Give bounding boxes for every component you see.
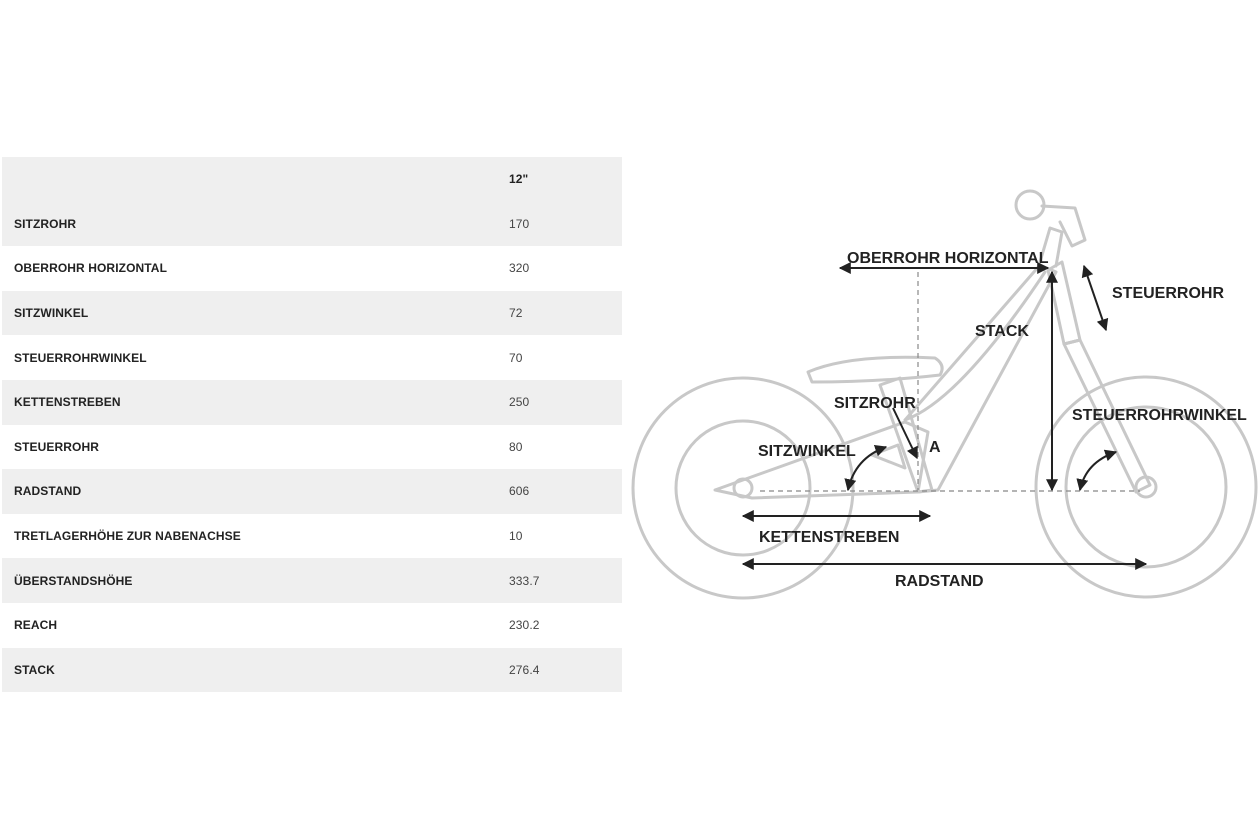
row-label: OBERROHR HORIZONTAL xyxy=(2,246,509,291)
label-kettenstreben: KETTENSTREBEN xyxy=(759,529,899,546)
row-value: 320 xyxy=(509,246,622,291)
steuerrohrwinkel-arc xyxy=(1076,449,1118,492)
row-label: SITZWINKEL xyxy=(2,290,509,336)
bike-geometry-diagram: OBERROHR HORIZONTAL STEUERROHR STACK SIT… xyxy=(631,189,1258,600)
row-value: 250 xyxy=(509,379,622,425)
sitzwinkel-arc xyxy=(844,444,888,492)
header-label xyxy=(2,157,509,202)
row-value: 606 xyxy=(509,469,622,514)
row-value: 276.4 xyxy=(509,647,622,693)
label-steuerrohr: STEUERROHR xyxy=(1112,285,1224,302)
row-value: 80 xyxy=(509,424,622,470)
header-size: 12" xyxy=(509,157,622,202)
row-label: STEUERROHR xyxy=(2,424,509,470)
steuerrohr-arrow xyxy=(1081,264,1109,332)
sitzrohr-arrow xyxy=(892,407,918,460)
table-header-row: 12" xyxy=(2,157,622,202)
label-steuerrohrwinkel: STEUERROHRWINKEL xyxy=(1072,407,1247,424)
label-sitzrohr: SITZROHR xyxy=(834,395,916,412)
row-value: 230.2 xyxy=(509,602,622,648)
row-value: 170 xyxy=(509,201,622,247)
label-stack: STACK xyxy=(975,323,1029,340)
row-label: ÜBERSTANDSHÖHE xyxy=(2,558,509,603)
row-label: SITZROHR xyxy=(2,201,509,247)
row-label: RADSTAND xyxy=(2,469,509,514)
label-oberrohr-horizontal: OBERROHR HORIZONTAL xyxy=(847,250,1049,267)
row-value: 10 xyxy=(509,513,622,559)
label-a: A xyxy=(929,439,941,456)
row-label: STEUERROHRWINKEL xyxy=(2,335,509,380)
row-value: 70 xyxy=(509,335,622,380)
label-radstand: RADSTAND xyxy=(895,573,984,590)
row-label: TRETLAGERHÖHE ZUR NABENACHSE xyxy=(2,513,509,559)
row-value: 72 xyxy=(509,290,622,336)
row-label: REACH xyxy=(2,602,509,648)
label-sitzwinkel: SITZWINKEL xyxy=(758,443,856,460)
row-label: STACK xyxy=(2,647,509,693)
row-label: KETTENSTREBEN xyxy=(2,379,509,425)
row-value: 333.7 xyxy=(509,558,622,603)
